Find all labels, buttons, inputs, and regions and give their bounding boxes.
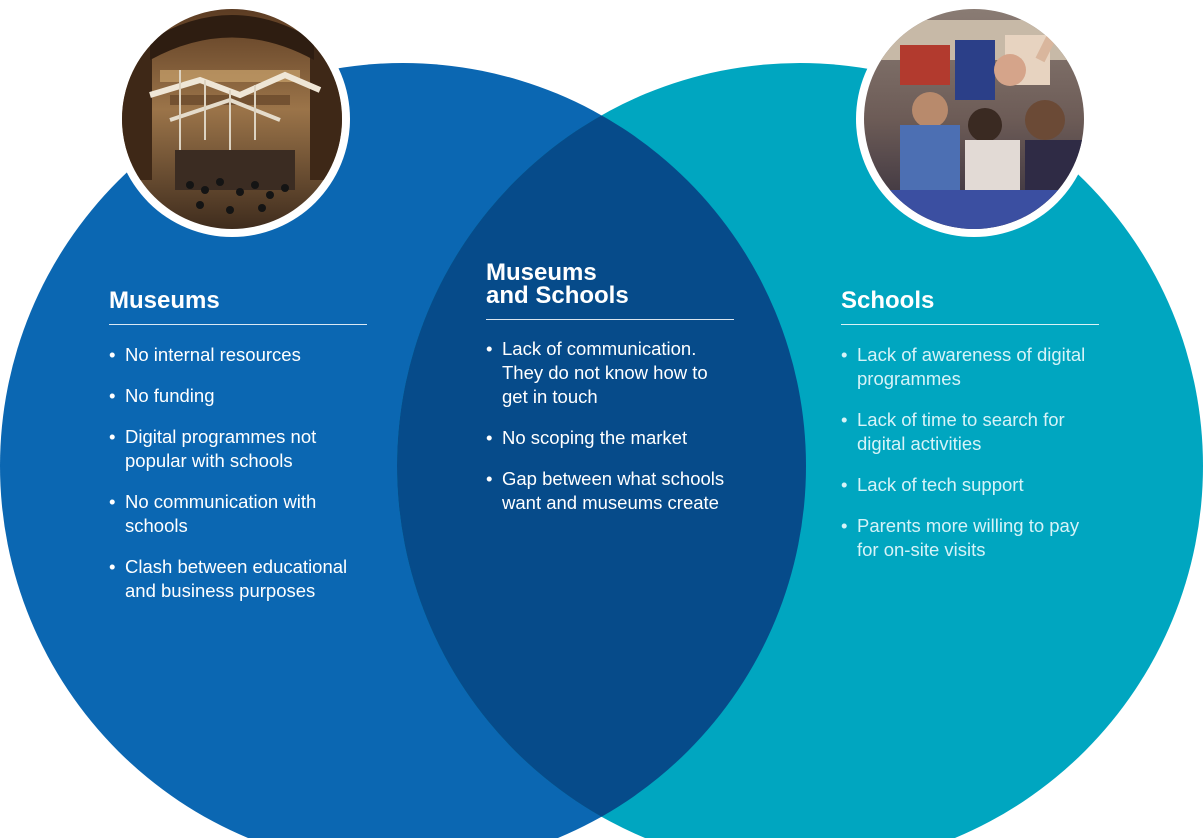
title-line-1: Museums <box>486 259 597 286</box>
schools-title: Schools <box>841 289 1099 325</box>
list-item: No scoping the market <box>486 426 734 450</box>
list-item: Lack of communication. They do not know … <box>486 337 734 409</box>
schools-column: Schools Lack of awareness of digital pro… <box>841 289 1099 579</box>
list-item: Gap between what schools want and museum… <box>486 467 734 515</box>
museums-list: No internal resources No funding Digital… <box>109 343 367 603</box>
schools-list: Lack of awareness of digital programmes … <box>841 343 1099 562</box>
list-item: Lack of tech support <box>841 473 1099 497</box>
museums-and-schools-column: Museums and Schools Lack of communicatio… <box>486 261 734 532</box>
list-item: Lack of awareness of digital programmes <box>841 343 1099 391</box>
museums-and-schools-list: Lack of communication. They do not know … <box>486 337 734 515</box>
museums-photo <box>114 1 350 237</box>
museums-and-schools-title: Museums and Schools <box>486 261 734 320</box>
list-item: Lack of time to search for digital activ… <box>841 408 1099 456</box>
list-item: No communication with schools <box>109 490 367 538</box>
list-item: No internal resources <box>109 343 367 367</box>
museums-column: Museums No internal resources No funding… <box>109 289 367 620</box>
schools-photo <box>856 1 1092 237</box>
overlap-region <box>397 63 806 838</box>
list-item: No funding <box>109 384 367 408</box>
title-line-2: and Schools <box>486 282 629 309</box>
museums-title: Museums <box>109 289 367 325</box>
list-item: Digital programmes not popular with scho… <box>109 425 367 473</box>
list-item: Clash between educational and business p… <box>109 555 367 603</box>
list-item: Parents more willing to pay for on-site … <box>841 514 1099 562</box>
